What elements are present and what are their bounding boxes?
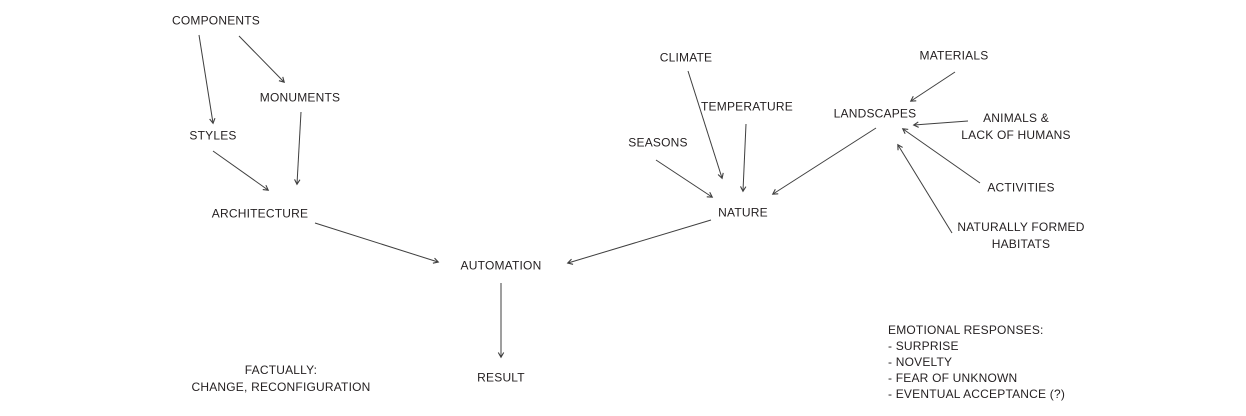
node-architecture-label: ARCHITECTURE [211,206,309,221]
node-seasons-label: SEASONS [628,135,688,150]
arrow-landscapes-to-nature [771,127,877,195]
arrow-habitats-to-landscapes [897,143,953,234]
arrow-nature-to-automation [566,219,712,265]
arrow-materials-to-landscapes [909,71,956,102]
arrow-animals-to-landscapes [912,120,969,128]
node-materials-label: MATERIALS [919,48,989,63]
node-emotional-responses-label: EMOTIONAL RESPONSES: - SURPRISE - NOVELT… [888,323,1066,401]
node-styles-label: STYLES [189,128,237,143]
node-result-label: RESULT [477,370,525,385]
node-animals-label: ANIMALS & LACK OF HUMANS [961,111,1071,142]
arrow-seasons-to-nature [655,159,714,198]
node-automation-label: AUTOMATION [460,258,542,273]
node-nature-label: NATURE [718,205,768,220]
node-activities-label: ACTIVITIES [987,180,1055,195]
node-monuments-label: MONUMENTS [259,90,341,105]
arrow-temperature-to-nature [740,123,747,193]
node-habitats-label: NATURALLY FORMED HABITATS [957,220,1085,251]
node-climate-label: CLIMATE [659,50,713,65]
arrow-architecture-to-automation [314,222,440,264]
node-components-label: COMPONENTS [171,13,261,28]
arrow-components-to-styles [198,34,216,125]
arrow-monuments-to-architecture [294,111,302,186]
arrow-styles-to-architecture [212,150,270,191]
node-landscapes-label: LANDSCAPES [833,106,917,121]
arrow-activities-to-landscapes [901,128,981,184]
arrow-components-to-monuments [238,35,285,84]
node-factually-label: FACTUALLY: CHANGE, RECONFIGURATION [191,363,371,394]
node-temperature-label: TEMPERATURE [701,99,793,114]
arrow-climate-to-nature [687,70,724,180]
